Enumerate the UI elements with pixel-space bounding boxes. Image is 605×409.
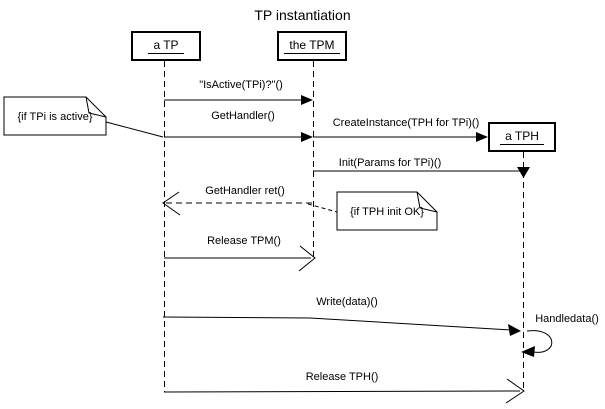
- message-label-write: Write(data)(): [314, 296, 380, 309]
- note-text-tpi-active: {if TPi is active}: [17, 110, 93, 123]
- message-label-init: Init(Params for TPi)(): [336, 157, 444, 170]
- message-label-handledata: Handledata(): [533, 313, 601, 326]
- object-label-the-tpm: the TPM: [284, 38, 340, 54]
- message-label-release-tph: Release TPH(): [303, 371, 381, 384]
- object-label-a-tp: a TP: [148, 38, 184, 54]
- object-label-a-tph: a TPH: [500, 129, 544, 145]
- message-arrow-init: [313, 167, 530, 178]
- message-label-isactive: "IsActive(TPi)?"(): [197, 79, 285, 92]
- message-arrow-isactive: [164, 95, 313, 105]
- note-shape-tpi-active: [3, 96, 164, 138]
- message-arrow-createinstance: [313, 132, 488, 142]
- note-shape-tph-init-ok: [307, 191, 438, 231]
- message-arrow-gethandler: [164, 132, 313, 142]
- message-label-gethandler: GetHandler(): [209, 110, 277, 123]
- message-arrow-handledata: [521, 330, 553, 357]
- object-box-a-tp: a TP: [131, 31, 201, 61]
- message-label-release-tpm: Release TPM(): [205, 235, 283, 248]
- message-arrow-release-tph: [163, 378, 525, 404]
- message-label-gethandler-ret: GetHandler ret(): [203, 185, 287, 198]
- object-box-the-tpm: the TPM: [277, 31, 347, 61]
- message-arrow-write: [162, 316, 521, 336]
- note-text-tph-init-ok: {if TPH init OK}: [350, 205, 424, 218]
- message-arrow-release-tpm: [164, 245, 316, 272]
- message-label-createinstance: CreateInstance(TPH for TPi)(): [330, 117, 482, 130]
- object-box-a-tph: a TPH: [488, 122, 556, 152]
- diagram-title: TP instantiation: [254, 7, 351, 23]
- message-arrow-gethandler-ret: [162, 191, 313, 216]
